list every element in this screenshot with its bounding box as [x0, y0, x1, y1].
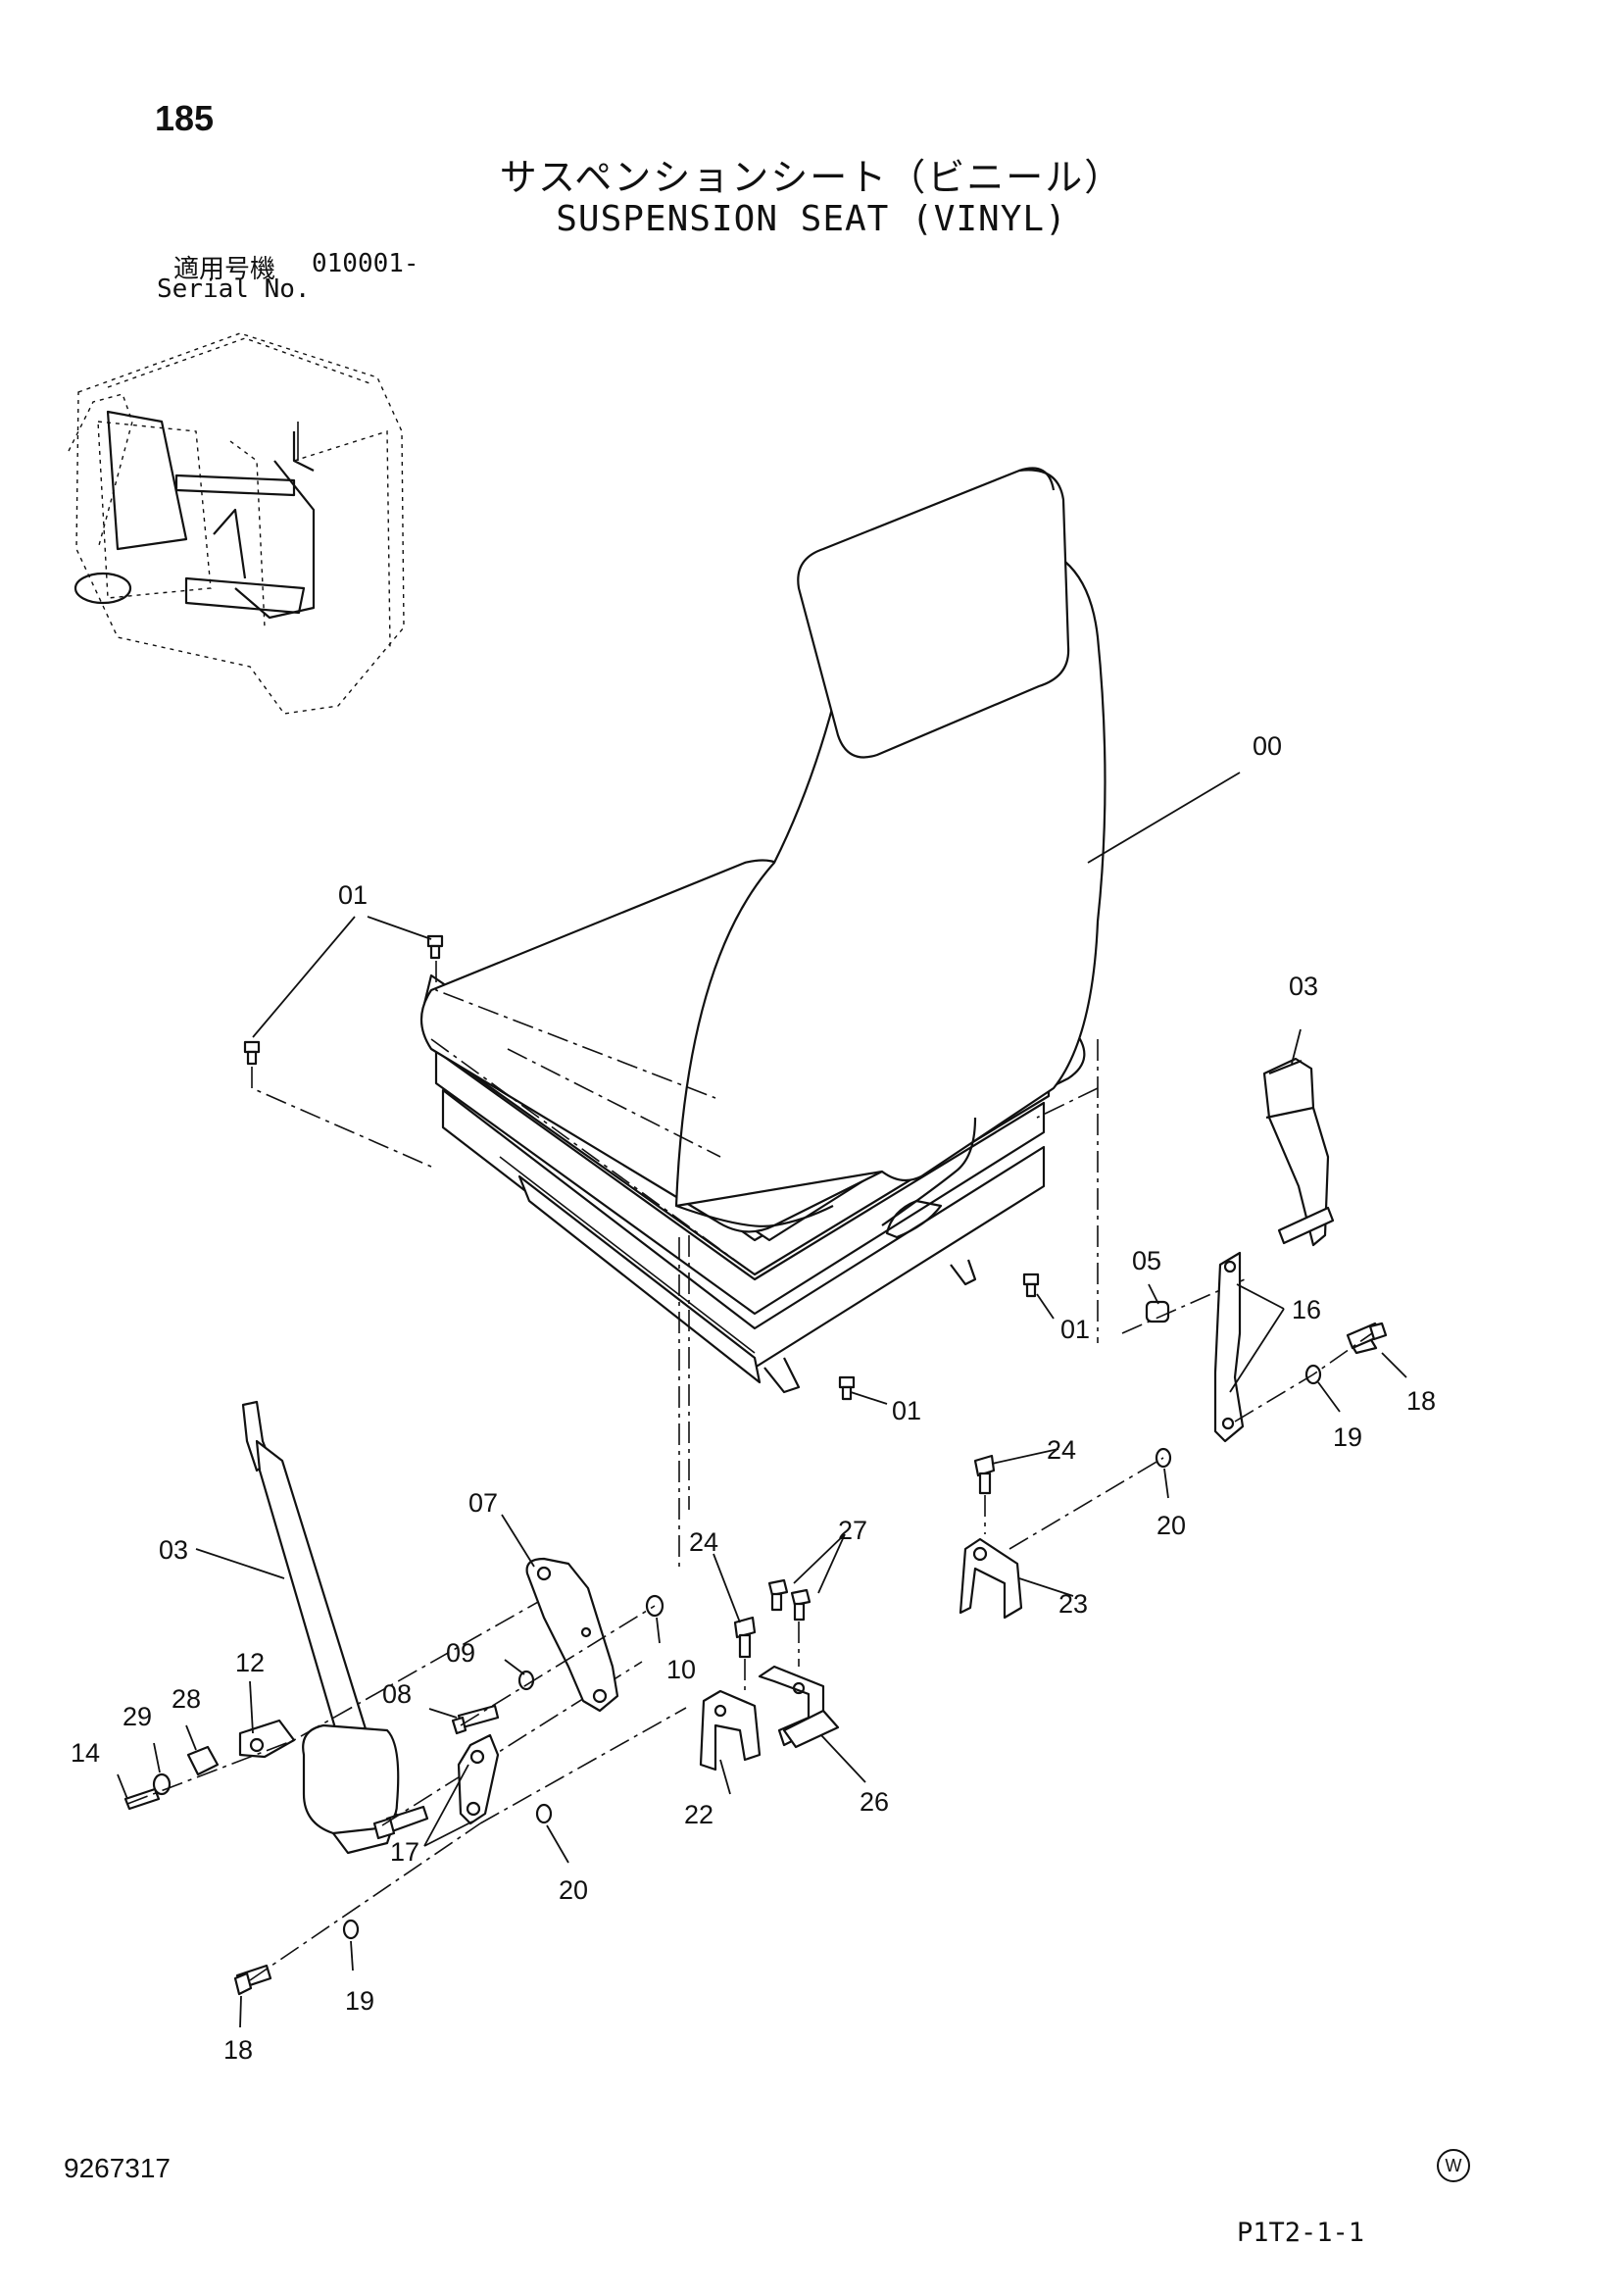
callout-19-left: 19 — [345, 1986, 374, 2016]
bolt-01-d — [838, 1375, 856, 1401]
callout-28: 28 — [172, 1684, 201, 1714]
page-number: 185 — [155, 98, 215, 138]
serial-label-english: Serial No. — [157, 275, 311, 304]
bracket-07-group — [451, 1557, 664, 1735]
page-code: P1T2-1-1 — [1237, 2218, 1365, 2248]
serial-value: 010001- — [312, 249, 419, 278]
bracket-22-26-group — [699, 1578, 840, 1772]
callout-10: 10 — [666, 1655, 696, 1684]
callout-00: 00 — [1253, 731, 1282, 761]
callout-01c: 01 — [892, 1396, 921, 1425]
callout-05: 05 — [1132, 1246, 1161, 1275]
seat-assembly — [420, 467, 1107, 1394]
callout-24-right: 24 — [1047, 1435, 1076, 1465]
callout-01a: 01 — [338, 880, 368, 910]
bolt-01-b — [243, 1040, 261, 1066]
callout-07: 07 — [468, 1488, 498, 1518]
callout-14: 14 — [71, 1738, 100, 1768]
bracket-23-group — [959, 1454, 1023, 1620]
callout-27: 27 — [838, 1516, 867, 1545]
right-belt-assembly — [1008, 1057, 1388, 1550]
callout-01b: 01 — [1060, 1315, 1090, 1344]
document-number: 9267317 — [64, 2153, 172, 2183]
callout-29: 29 — [123, 1702, 152, 1731]
callout-24-left: 24 — [689, 1527, 718, 1557]
callout-12: 12 — [235, 1648, 265, 1677]
bolt-01-group — [243, 934, 1040, 1569]
callout-20-right: 20 — [1156, 1511, 1186, 1540]
callout-03-right: 03 — [1289, 972, 1318, 1001]
title-japanese: サスペンションシート（ビニール） — [499, 156, 1124, 199]
callout-19-right: 19 — [1333, 1423, 1362, 1452]
leader-lines — [117, 772, 1407, 2028]
callout-03-left: 03 — [159, 1535, 188, 1565]
left-belt-assembly — [123, 1400, 687, 1996]
callout-17: 17 — [390, 1837, 419, 1867]
callout-16: 16 — [1292, 1295, 1321, 1324]
bolt-01-a — [426, 934, 444, 960]
callout-labels: 00 01 01 01 03 03 05 07 08 09 10 12 14 1… — [71, 731, 1436, 2065]
watermark-circle-mark: W — [1437, 2149, 1470, 2182]
callout-08: 08 — [382, 1679, 412, 1709]
callout-26: 26 — [860, 1787, 889, 1817]
callout-23: 23 — [1058, 1589, 1088, 1619]
callout-22: 22 — [684, 1800, 713, 1829]
callout-09: 09 — [446, 1638, 475, 1668]
callout-18-left: 18 — [223, 2035, 253, 2065]
callout-18-right: 18 — [1406, 1386, 1436, 1416]
callout-20-left: 20 — [559, 1875, 588, 1905]
serial-label-japanese: 適用号機 — [173, 255, 276, 284]
title-english: SUSPENSION SEAT (VINYL) — [556, 199, 1067, 239]
bolt-01-c — [1022, 1273, 1040, 1298]
cab-location-inset — [68, 332, 405, 715]
